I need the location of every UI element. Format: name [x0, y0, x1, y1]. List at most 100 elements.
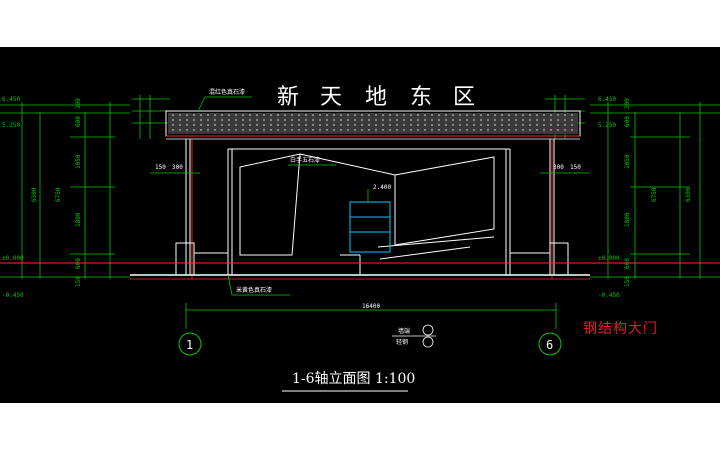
hatch-dot — [375, 119, 377, 121]
hatch-dot — [221, 114, 223, 116]
hatch-dot — [200, 129, 202, 131]
hatch-dot — [291, 114, 293, 116]
hatch-dot — [501, 114, 503, 116]
hatch-dot — [298, 114, 300, 116]
hatch-dot — [193, 124, 195, 126]
hatch-dot — [312, 114, 314, 116]
hatch-dot — [326, 124, 328, 126]
hatch-dot — [466, 119, 468, 121]
hatch-dot — [256, 124, 258, 126]
hatch-dot — [543, 129, 545, 131]
hatch-dot — [333, 119, 335, 121]
hatch-dot — [424, 114, 426, 116]
hatch-dot — [466, 114, 468, 116]
drawing-title-block: 1-6轴立面图 1:100 — [282, 371, 415, 392]
hatch-dot — [319, 124, 321, 126]
hatch-dot — [494, 114, 496, 116]
hatch-dot — [501, 129, 503, 131]
hatch-dot — [473, 119, 475, 121]
sign-char-2: 地 — [365, 85, 387, 110]
hatch-dot — [340, 119, 342, 121]
info-box — [349, 201, 391, 253]
dim-right-total: 6750 — [651, 187, 658, 202]
hatch-dot — [522, 129, 524, 131]
hatch-dot — [424, 124, 426, 126]
wall-note: 白手五石漆 — [288, 156, 336, 166]
hatch-dot — [200, 114, 202, 116]
hatch-dot — [200, 124, 202, 126]
hatch-dot — [368, 124, 370, 126]
hatch-dot — [389, 114, 391, 116]
scale-top-text: 墙端 — [398, 327, 410, 335]
hatch-dot — [326, 114, 328, 116]
hatch-dot — [473, 114, 475, 116]
hatch-dot — [200, 119, 202, 121]
hatch-dot — [368, 114, 370, 116]
hatch-dot — [508, 119, 510, 121]
hatch-dot — [361, 119, 363, 121]
hatch-dot — [354, 124, 356, 126]
hatch-dot — [487, 119, 489, 121]
hatch-dot — [459, 129, 461, 131]
watermark-label: 钢结构大门 — [583, 321, 658, 337]
dim-left-total: 6750 — [55, 187, 62, 202]
axis-bubble-right — [538, 332, 562, 356]
plinth-right — [549, 242, 569, 276]
col-dim-right-1: 150 — [570, 164, 581, 171]
hatch-dot — [508, 114, 510, 116]
info-box-outline — [349, 201, 391, 253]
elev-top-left: 6.450 — [2, 96, 20, 103]
elev-bottom-right: ±0.000 — [598, 255, 620, 262]
hatch-dot — [445, 124, 447, 126]
hatch-dot — [207, 124, 209, 126]
hatch-dot — [249, 114, 251, 116]
hatch-dot — [431, 129, 433, 131]
hatch-dot — [207, 119, 209, 121]
hatch-dot — [480, 114, 482, 116]
leader-line — [227, 274, 233, 296]
hatch-dot — [550, 129, 552, 131]
hatch-dot — [235, 114, 237, 116]
hatch-dot — [354, 119, 356, 121]
hatch-dot — [508, 129, 510, 131]
hatch-dot — [445, 129, 447, 131]
hatch-dot — [522, 114, 524, 116]
hatch-dot — [256, 119, 258, 121]
hatch-dot — [522, 119, 524, 121]
hatch-dot — [347, 124, 349, 126]
hatch-dot — [186, 114, 188, 116]
hatch-dot — [417, 124, 419, 126]
panel-left — [239, 153, 301, 256]
hatch-dot — [389, 129, 391, 131]
hatch-dot — [214, 119, 216, 121]
panel-connector — [299, 153, 396, 176]
scale-note: 墙端 轻钢 — [392, 324, 436, 348]
dim-left-chain-2: 1050 — [75, 154, 82, 169]
hatch-dot — [221, 119, 223, 121]
hatch-dot — [277, 124, 279, 126]
hatch-dot — [228, 129, 230, 131]
hatch-dot — [207, 129, 209, 131]
hatch-dot — [172, 114, 174, 116]
hatch-dot — [396, 119, 398, 121]
hatch-dot — [291, 124, 293, 126]
hatch-dot — [263, 119, 265, 121]
dim-right-chain-5: 150 — [624, 276, 631, 287]
hatch-dot — [179, 119, 181, 121]
scale-bottom-text: 轻钢 — [396, 338, 408, 346]
hatch-dot — [340, 129, 342, 131]
hatch-dot — [557, 114, 559, 116]
hatch-dot — [361, 129, 363, 131]
elev-bottom-right-2: -0.450 — [598, 292, 620, 299]
span-dim: 16400 — [185, 303, 557, 329]
hatch-dot — [382, 114, 384, 116]
cad-drawing-area: 6.450 5.250 ±0.000 -0.450 6300 6750 300 … — [0, 47, 720, 403]
hatch-dot — [396, 129, 398, 131]
elev-right-a: 5.250 — [598, 122, 616, 129]
hatch-dot — [564, 119, 566, 121]
hatch-dot — [529, 119, 531, 121]
hatch-dot — [396, 114, 398, 116]
hatch-dot — [417, 129, 419, 131]
hatch-dot — [543, 119, 545, 121]
column-dims: 150 300 300 150 — [150, 164, 590, 174]
